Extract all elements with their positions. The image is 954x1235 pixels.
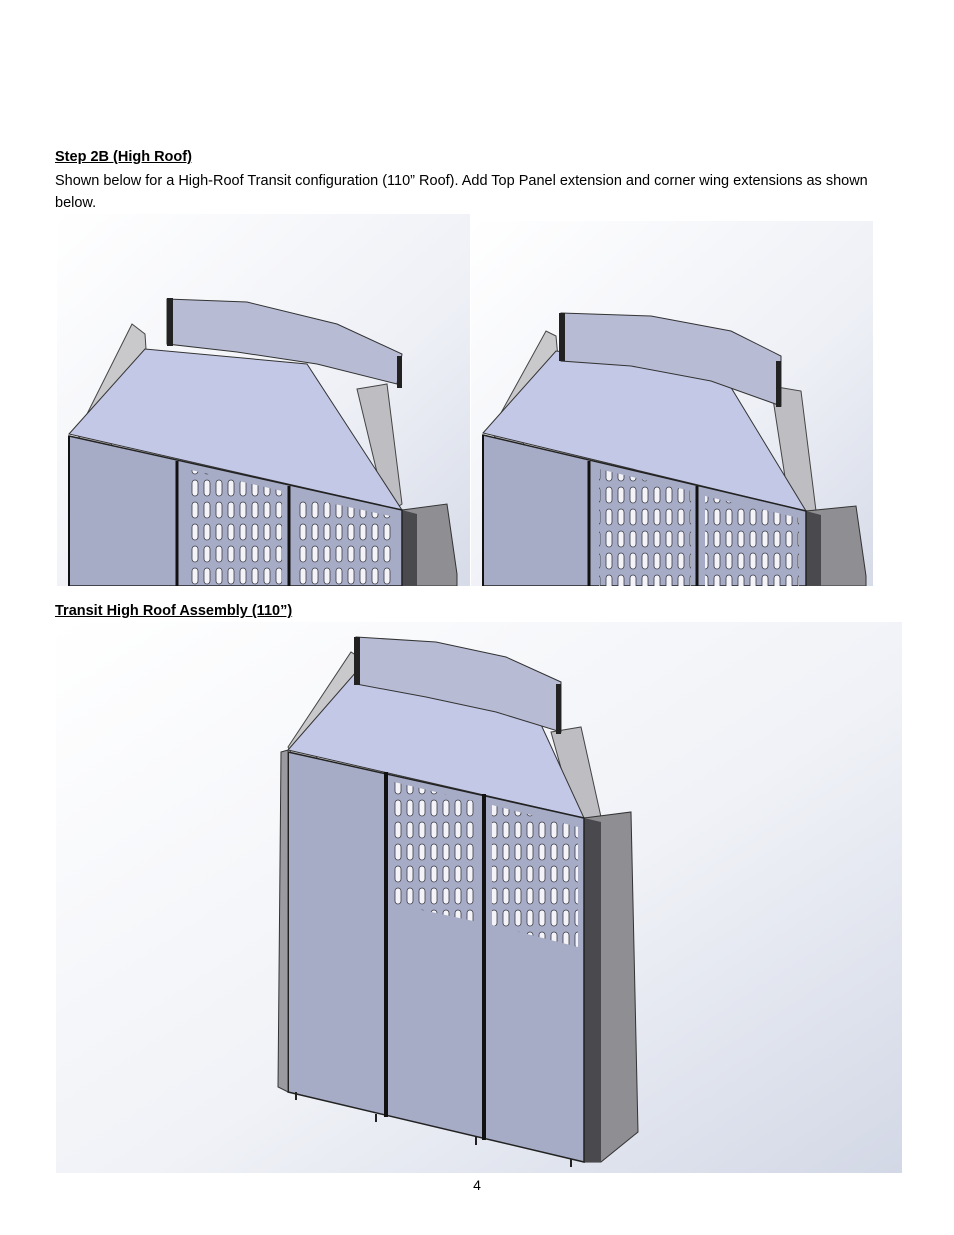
figure-top-panel-placement xyxy=(57,214,470,586)
assembly-heading: Transit High Roof Assembly (110”) xyxy=(55,603,293,619)
step-heading: Step 2B (High Roof) xyxy=(55,149,192,165)
figure-full-assembly xyxy=(56,622,902,1173)
step-description: Shown below for a High-Roof Transit conf… xyxy=(55,173,868,211)
page-number: 4 xyxy=(473,1177,481,1193)
figure-top-panel-installed xyxy=(471,221,873,586)
